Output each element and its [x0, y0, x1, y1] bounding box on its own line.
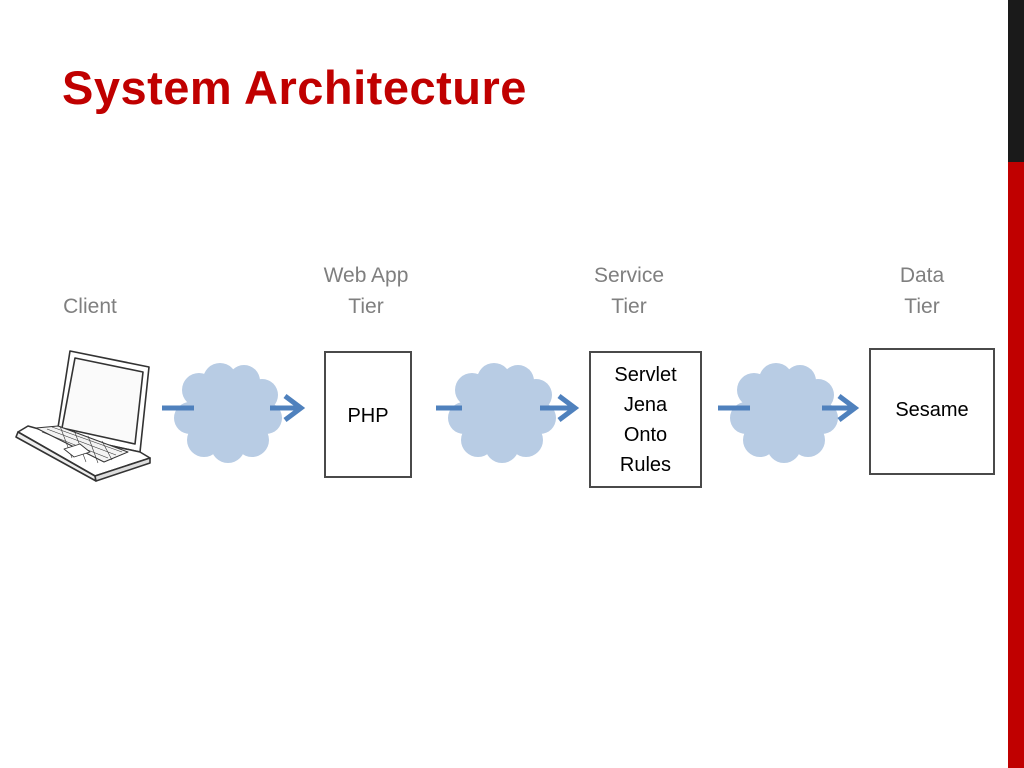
service-tier-box: Servlet Jena Onto Rules	[589, 351, 702, 488]
arrow-right-icon	[436, 394, 580, 422]
tier-label-web-app: Web App Tier	[323, 264, 409, 318]
tier-label-client: Client	[63, 295, 117, 318]
arrow-right-icon	[162, 394, 306, 422]
box-label-jena: Jena	[623, 394, 668, 416]
box-label-onto: Onto	[623, 424, 668, 446]
box-label-sesame: Sesame	[895, 399, 969, 421]
slide-title: System Architecture	[62, 61, 527, 114]
box-label-servlet: Servlet	[614, 364, 677, 386]
box-label-php: PHP	[347, 405, 389, 427]
web-app-tier-box: PHP	[324, 351, 412, 478]
cloud-icon	[174, 363, 282, 463]
data-tier-box: Sesame	[869, 348, 995, 475]
side-bar-dark	[1008, 0, 1024, 162]
laptop-icon	[15, 350, 151, 482]
box-label-rules: Rules	[619, 454, 672, 476]
tier-label-data: Data Tier	[899, 264, 945, 318]
arrow-right-icon	[718, 394, 860, 422]
cloud-icon	[448, 363, 556, 463]
tier-label-service: Service Tier	[593, 264, 665, 318]
cloud-icon	[730, 363, 838, 463]
side-bar-accent	[1008, 162, 1024, 768]
